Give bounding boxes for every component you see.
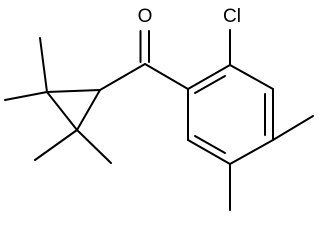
bond-carbonyl-cyclopropyl [99, 63, 146, 91]
bond-carbonyl-aryl [144, 63, 189, 90]
ring-bond-5 [187, 139, 231, 165]
methyl-bond-1 [39, 37, 48, 93]
cyclopropane-bond-3 [76, 89, 101, 131]
ring-double-bond-1 [194, 75, 226, 94]
methyl-bond-3 [34, 129, 78, 161]
molecule-drawing: O Cl [4, 6, 314, 211]
cyclopropane-bond-1 [46, 89, 101, 93]
methyl-bond-2 [4, 91, 48, 101]
ring-bond-4 [229, 139, 274, 165]
ring-bond-2 [229, 64, 274, 90]
oxygen-label: O [138, 6, 153, 27]
ring-methyl-bond-1 [272, 115, 314, 141]
ring-double-bond-3 [194, 135, 226, 154]
chlorine-label: Cl [223, 6, 241, 27]
cyclopropane-bond-2 [46, 91, 78, 131]
structure-canvas: O Cl [4, 6, 314, 211]
methyl-bond-4 [76, 129, 112, 164]
ring-bond-1 [187, 64, 231, 90]
